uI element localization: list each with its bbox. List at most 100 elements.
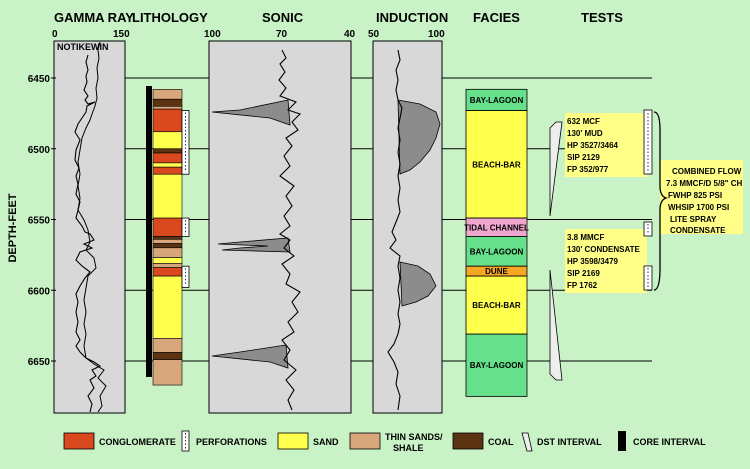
lithology-bed-19 (152, 338, 183, 353)
sonic-shade-2 (217, 237, 291, 253)
gamma-track (53, 40, 126, 414)
lithology-bed-17 (152, 267, 183, 277)
legend-swatch-thin (349, 432, 381, 450)
legend-label-thin-2: SHALE (393, 443, 424, 453)
legend-label-conglomerate: CONGLOMERATE (99, 437, 176, 447)
facies-box-5 (465, 275, 528, 335)
depth-tick-6450: 6450 (28, 74, 51, 85)
lithology-bed-18 (152, 275, 183, 339)
depth-tick-6650: 6650 (28, 357, 51, 368)
combined-flow: COMBINED FLOW 7.3 MMCF/D 5/8" CH FWHP 82… (666, 167, 742, 235)
induction-header: INDUCTION (376, 10, 448, 25)
facies-label-4: DUNE (485, 267, 508, 276)
lithology-bed-16 (152, 263, 183, 268)
induction-curve (387, 49, 403, 411)
legend-swatch-coal (452, 432, 484, 450)
perforation-0 (181, 110, 190, 175)
test-2: 3.8 MMCF 130' CONDENSATE HP 3598/3479 SI… (567, 233, 641, 290)
facies-label-2: TIDAL CHANNEL (464, 223, 529, 232)
legend-label-thin: THIN SANDS/ (385, 432, 443, 442)
legend-label-core: CORE INTERVAL (633, 437, 706, 447)
lithology-bed-12 (152, 239, 183, 244)
lithology-bed-20 (152, 352, 183, 360)
lithology-column (152, 89, 183, 386)
combined-line4: WHSIP 1700 PSI (668, 203, 729, 212)
facies-column: BAY-LAGOON BEACH-BAR TIDAL CHANNEL BAY-LAGO… (464, 88, 529, 397)
perforation-2 (181, 265, 190, 288)
combined-line2: 7.3 MMCF/D 5/8" CH (666, 179, 742, 188)
lithology-bed-3 (152, 108, 183, 133)
legend-label-dst: DST INTERVAL (537, 437, 602, 447)
depth-tick-6500: 6500 (28, 145, 51, 156)
gamma-scale-max: 150 (113, 29, 130, 40)
facies-label-1: BEACH-BAR (472, 160, 521, 169)
lithology-header: LITHOLOGY (132, 10, 208, 25)
lithology-bed-1 (152, 98, 183, 107)
lithology-bed-15 (152, 257, 183, 264)
sonic-shade-1 (211, 99, 291, 126)
depth-ticks: 6450 6500 6550 6600 6650 (28, 74, 56, 368)
facies-label-6: BAY-LAGOON (470, 361, 524, 370)
facies-label-3: BAY-LAGOON (470, 247, 524, 256)
legend-swatch-sand (277, 432, 309, 450)
facies-header: FACIES (473, 10, 520, 25)
sonic-shade-3 (211, 344, 289, 369)
test2-highlight (565, 229, 647, 293)
combined-highlight (660, 160, 743, 234)
legend-swatch-conglomerate (63, 432, 95, 450)
combined-line5: LITE SPRAY (670, 215, 717, 224)
test1-line5: FP 352/977 (567, 165, 609, 174)
sonic-header: SONIC (262, 10, 304, 25)
test1-highlight (565, 113, 647, 177)
lithology-bed-11 (152, 236, 183, 240)
depth-tick-6600: 6600 (28, 286, 51, 297)
facies-label-5: BEACH-BAR (472, 301, 521, 310)
test1-line4: SIP 2129 (567, 153, 600, 162)
lithology-bed-0 (152, 89, 183, 100)
gamma-scale-min: 0 (52, 29, 58, 40)
lithology-bed-14 (152, 247, 183, 259)
core-interval-bar (146, 86, 152, 377)
test2-line3: HP 3598/3479 (567, 257, 619, 266)
legend-label-coal: COAL (488, 437, 514, 447)
depth-tick-6550: 6550 (28, 216, 51, 227)
sonic-scale-right: 40 (344, 29, 356, 40)
tests-header: TESTS (581, 10, 623, 25)
test2-line4: SIP 2169 (567, 269, 600, 278)
combined-line3: FWHP 825 PSI (668, 191, 722, 200)
formation-label: NOTIKEWIN (57, 42, 109, 52)
lithology-bed-4 (152, 131, 183, 150)
lithology-bed-2 (152, 106, 183, 110)
legend-label-sand: SAND (313, 437, 339, 447)
facies-box-6 (465, 333, 528, 397)
facies-box-1 (465, 110, 528, 219)
combined-line1: COMBINED FLOW (672, 167, 742, 176)
test2-line5: FP 1762 (567, 281, 598, 290)
lithology-bed-13 (152, 243, 183, 249)
gamma-curve-2 (77, 41, 107, 413)
legend: CONGLOMERATE PERFORATIONS SAND THIN SAND… (63, 430, 706, 453)
test1-line3: HP 3527/3464 (567, 141, 619, 150)
gamma-header: GAMMA RAY (54, 10, 134, 25)
facies-box-3 (465, 236, 528, 267)
lithology-bed-21 (152, 359, 183, 386)
legend-swatch-core (618, 431, 626, 451)
dst-interval-2 (549, 269, 563, 381)
lithology-bed-5 (152, 148, 183, 154)
dst-interval-1 (549, 121, 563, 217)
legend-swatch-dst (521, 432, 533, 452)
sonic-scale-left: 100 (204, 29, 221, 40)
test2-bracket (643, 265, 653, 291)
lithology-bed-7 (152, 162, 183, 168)
combined-line6: CONDENSATE (670, 226, 726, 235)
induction-track (372, 40, 443, 414)
depth-axis-label: DEPTH-FEET (7, 193, 19, 262)
legend-label-perforations: PERFORATIONS (196, 437, 267, 447)
test1-line2: 130' MUD (567, 129, 603, 138)
test2-line1: 3.8 MMCF (567, 233, 604, 242)
lithology-bed-10 (152, 217, 183, 237)
induction-shade (397, 99, 441, 307)
combined-brace (653, 111, 669, 291)
lithology-bed-9 (152, 173, 183, 219)
